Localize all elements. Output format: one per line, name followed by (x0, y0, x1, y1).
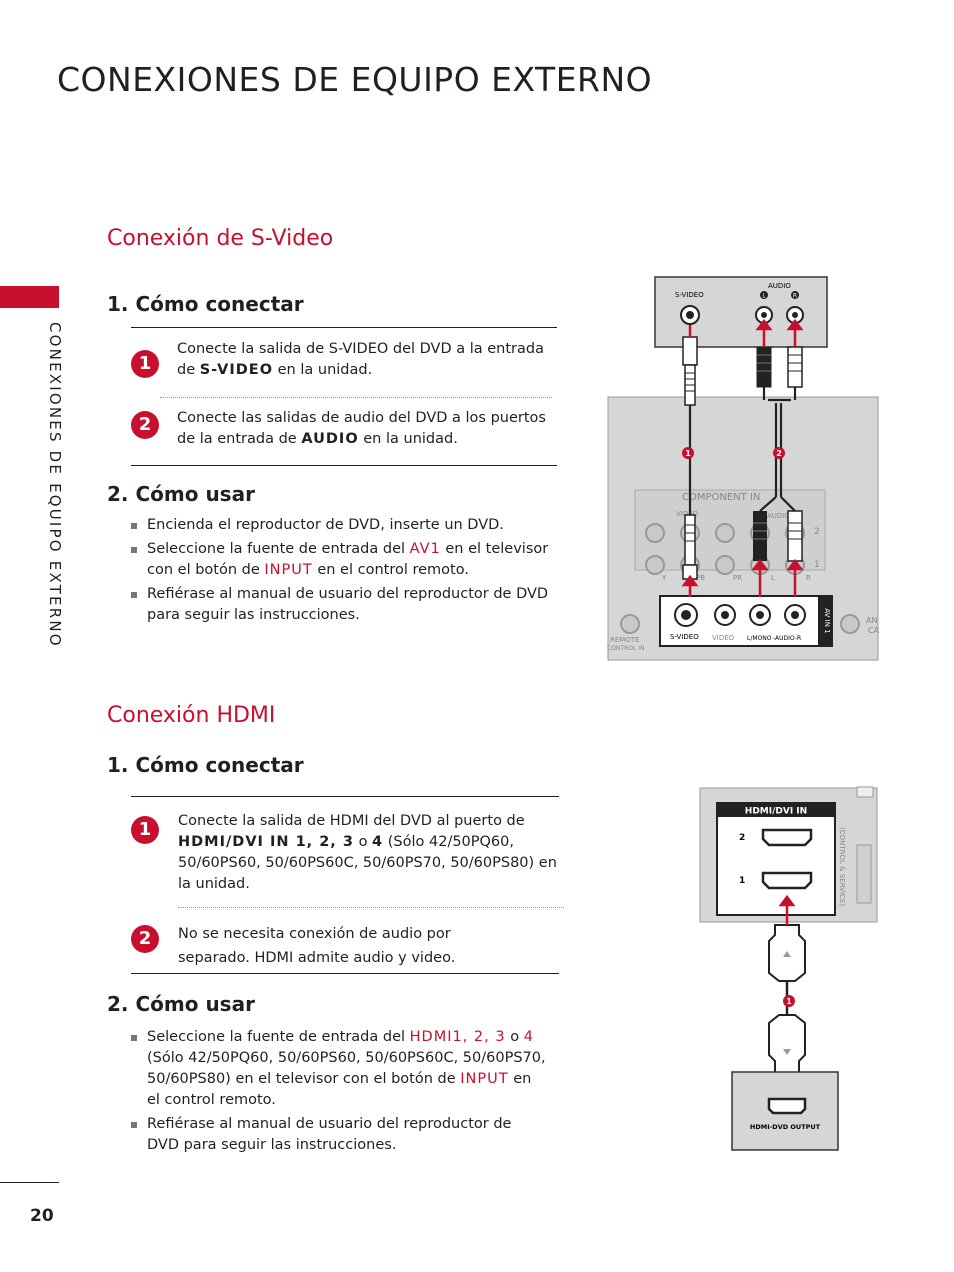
hdmi-step-1: Conecte la salida de HDMI del DVD al pue… (178, 813, 557, 892)
hdmi-use-list: Seleccione la fuente de entrada del HDMI… (131, 1027, 546, 1156)
svideo-connection-diagram: S-VIDEO AUDIO L R COMPONENT IN VIDEO AUD… (607, 276, 880, 661)
svg-text:CONTROL IN: CONTROL IN (607, 645, 644, 652)
svg-text:L/MONO: L/MONO (747, 635, 772, 642)
svg-text:AV IN 1: AV IN 1 (823, 608, 831, 633)
page-title: CONEXIONES DE EQUIPO EXTERNO (57, 60, 653, 99)
divider (131, 465, 557, 466)
dvd-audio-r-dot (791, 291, 799, 299)
dotted-divider (160, 397, 552, 398)
hdmi-port-1 (761, 871, 813, 890)
svg-text:1: 1 (739, 876, 745, 886)
svg-text:AN: AN (866, 616, 877, 625)
rs232-port (856, 844, 872, 904)
list-item: Encienda el reproductor de DVD, inserte … (131, 515, 551, 536)
svg-text:REMOTE: REMOTE (610, 636, 640, 644)
marker-1 (682, 447, 694, 459)
audio-plug-l-bottom (753, 511, 767, 561)
svg-text:R: R (806, 574, 811, 582)
step-badge-1: 1 (131, 816, 159, 844)
hdmi-heading: Conexión HDMI (107, 703, 276, 728)
dvd-hdmi-output-port (767, 1097, 807, 1115)
svg-text:-AUDIO-R: -AUDIO-R (773, 635, 801, 642)
remote-control-jack (620, 614, 640, 634)
marker-1 (783, 995, 795, 1007)
svideo-heading: Conexión de S-Video (107, 226, 334, 251)
marker-2 (773, 447, 785, 459)
svg-text:2: 2 (814, 527, 820, 537)
svg-text:VIDEO: VIDEO (676, 510, 699, 518)
step-badge-1: 1 (131, 350, 159, 378)
svg-text:2: 2 (739, 833, 745, 843)
dotted-divider (178, 907, 564, 908)
side-section-label: CONEXIONES DE EQUIPO EXTERNO (46, 322, 64, 648)
hdmi-use-title: 2. Cómo usar (107, 992, 255, 1016)
section-tab-marker (0, 286, 59, 308)
svg-text:PR: PR (733, 574, 742, 582)
antenna-jack (840, 614, 860, 634)
connection-arrows (681, 318, 804, 597)
hdmi-connection-diagram: HDMI/DVI IN 2 1 (CONTROL & SERVICE) 1 HD… (699, 786, 878, 1151)
hdmi-connect-title: 1. Cómo conectar (107, 753, 304, 777)
svg-text:L: L (771, 574, 775, 582)
step-badge-2: 2 (131, 411, 159, 439)
list-item: Refiérase al manual de usuario del repro… (131, 1114, 546, 1156)
svg-text:COMPONENT IN: COMPONENT IN (682, 492, 760, 503)
svg-text:HDMI-DVD OUTPUT: HDMI-DVD OUTPUT (750, 1123, 821, 1131)
hdmi-step-2: No se necesita conexión de audio por sep… (178, 926, 456, 966)
list-item: Refiérase al manual de usuario del repro… (131, 584, 551, 626)
svg-text:1: 1 (786, 997, 792, 1006)
dvd-audio-label: AUDIO (768, 282, 791, 290)
step-badge-2: 2 (131, 925, 159, 953)
svideo-connect-title: 1. Cómo conectar (107, 292, 304, 316)
audio-plug-r-bottom (787, 510, 803, 562)
svg-text:CA: CA (868, 626, 880, 635)
svg-text:PB: PB (696, 574, 705, 582)
svg-text:S-VIDEO: S-VIDEO (670, 633, 699, 641)
divider (131, 973, 559, 974)
svideo-step-1: Conecte la salida de S-VIDEO del DVD a l… (177, 341, 544, 378)
svg-text:2: 2 (776, 449, 782, 458)
footer-rule (0, 1182, 59, 1183)
svg-text:Y: Y (661, 574, 667, 582)
svg-text:1: 1 (814, 560, 820, 570)
svg-text:(CONTROL & SERVICE): (CONTROL & SERVICE) (838, 827, 846, 906)
page-number: 20 (30, 1206, 54, 1226)
svideo-use-title: 2. Cómo usar (107, 482, 255, 506)
svg-text:R: R (793, 293, 797, 300)
svg-text:HDMI/DVI IN: HDMI/DVI IN (745, 807, 807, 817)
svg-text:L: L (762, 293, 766, 300)
svideo-plug-bottom (682, 514, 698, 580)
svideo-plug-top (682, 336, 698, 406)
hdmi-dvi-in-block (716, 802, 836, 916)
list-item: Seleccione la fuente de entrada del HDMI… (131, 1027, 546, 1111)
audio-plug-r-top (787, 346, 803, 388)
svg-text:AUDIO: AUDIO (767, 512, 790, 520)
svideo-step-2: Conecte las salidas de audio del DVD a l… (177, 410, 546, 447)
audio-plug-l-top (756, 346, 772, 388)
hdmi-plug-bottom (768, 1014, 806, 1076)
svg-text:1: 1 (685, 449, 691, 458)
list-item: Seleccione la fuente de entrada del AV1 … (131, 539, 551, 581)
dvd-audio-l-dot (760, 291, 768, 299)
divider (131, 796, 559, 797)
hdmi-port-2 (761, 828, 813, 847)
svg-text:VIDEO: VIDEO (712, 634, 735, 642)
svideo-use-list: Encienda el reproductor de DVD, inserte … (131, 515, 551, 626)
dvd-svideo-label: S-VIDEO (675, 291, 704, 299)
divider (131, 327, 557, 328)
